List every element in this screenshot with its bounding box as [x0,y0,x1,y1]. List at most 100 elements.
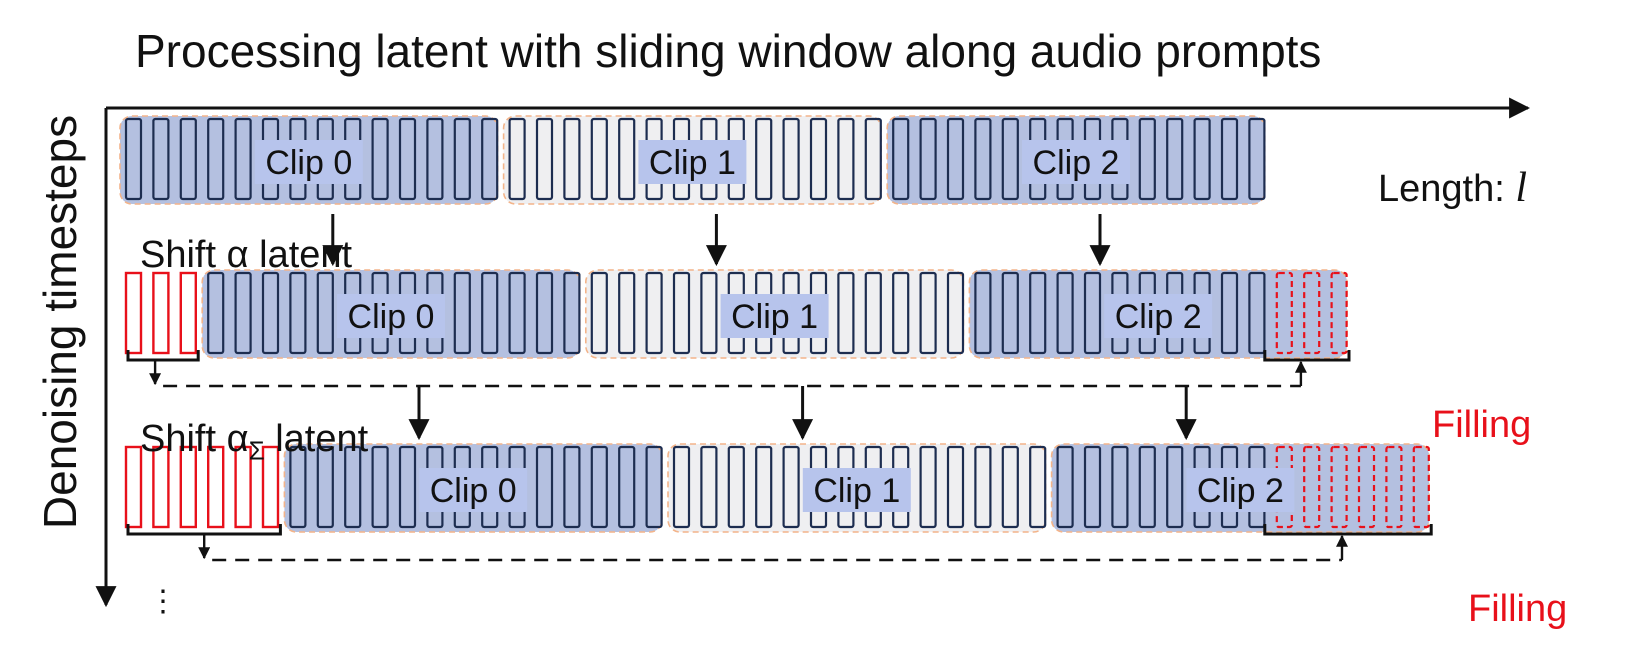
latent-frame [1083,445,1102,529]
latent-frame [974,445,992,529]
row2-label-main: Shift α [140,418,249,460]
latent-frame [563,445,581,529]
clip-label: Clip 2 [1033,144,1120,182]
latent-frame [179,117,197,201]
latent-frame [234,117,252,201]
left-bracket [126,524,282,536]
latent-frame [1166,117,1184,201]
clip-label-bg [802,468,911,512]
latent-frame [892,117,910,201]
latent-frame [946,445,965,529]
latent-frame [1248,271,1266,355]
shifted-frame [179,445,198,529]
clip-label-bg [337,294,445,338]
filling-frame [1275,271,1293,355]
latent-frame [755,117,773,201]
diagram-title: Processing latent with sliding window al… [135,25,1322,77]
latent-frame [207,271,225,355]
clip-label: Clip 1 [731,298,818,336]
clip-label-bg [1022,140,1130,184]
clip-label-bg [419,468,528,512]
latent-frame [1083,271,1102,355]
filling-frame [1330,271,1348,355]
latent-frame [1001,117,1019,201]
filling-frame [1357,445,1376,529]
latent-frame [563,271,581,355]
latent-frame [645,445,663,529]
clip-label-bg [638,140,747,184]
continuation-dots: ⋮ [148,585,178,618]
latent-frame [1056,271,1074,355]
latent-frame [1111,445,1129,529]
clip-label: Clip 1 [813,472,900,510]
length-prefix: Length: [1378,168,1516,210]
shifted-frame [124,271,143,355]
row2-label-suffix: latent [264,418,369,460]
latent-frame [261,271,280,355]
latent-frame [1029,271,1047,355]
latent-frame [152,117,170,201]
shifted-frame [179,271,198,355]
left-bracket [126,350,200,362]
row2-label: Shift αΣ latent [140,418,368,467]
latent-frame [1001,445,1019,529]
latent-row-0: Clip 0 Clip 1 Clip 2 [119,115,1266,205]
clip-label-bg [720,294,829,338]
latent-frame [590,271,608,355]
latent-frame [481,117,499,201]
latent-frame [837,117,855,201]
length-label: Length: l [1378,164,1527,212]
filling-label-row1: Filling [1432,404,1532,446]
row1-label: Shift α latent [140,234,353,276]
clip-label: Clip 1 [649,144,736,182]
latent-frame [864,117,882,201]
right-bracket [1263,524,1433,536]
latent-frame [481,271,499,355]
latent-frame [590,445,608,529]
latent-frame [453,271,471,355]
right-bracket [1263,350,1351,362]
latent-frame [1248,117,1266,201]
latent-frame [535,117,554,201]
latent-frame [563,117,581,201]
filling-frame [1303,271,1321,355]
latent-frame [1220,117,1239,201]
filling-frame [1412,445,1430,529]
latent-frame [974,271,992,355]
latent-frame [618,117,636,201]
latent-frame [809,117,828,201]
clip-label-bg [1186,468,1295,512]
latent-frame [892,271,910,355]
latent-frame [919,271,937,355]
latent-frame [371,445,389,529]
shifted-frame [124,445,143,529]
latent-frame [1220,271,1239,355]
clip-label: Clip 2 [1115,298,1202,336]
clip-label: Clip 0 [265,144,352,182]
latent-frame [837,271,855,355]
latent-row-1: Clip 0 Clip 1 Clip 2 [124,269,1351,388]
clip-label: Clip 0 [348,298,435,336]
latent-frame [755,445,773,529]
filling-frame [1303,445,1321,529]
clip-label-bg [1104,294,1213,338]
latent-frame [864,271,882,355]
latent-frame [1056,445,1074,529]
latent-frame [700,445,718,529]
clip-label-bg [254,140,363,184]
latent-frame [1138,445,1156,529]
latent-frame [234,271,252,355]
latent-frame [946,271,965,355]
latent-frame [782,117,800,201]
latent-frame [289,271,307,355]
latent-frame [672,271,691,355]
latent-frame [316,271,334,355]
row2-label-subscript: Σ [248,435,265,466]
latent-frame [919,117,937,201]
latent-frame [727,445,745,529]
latent-frame [371,117,389,201]
latent-frame [344,445,362,529]
latent-frame [426,117,444,201]
latent-frame [618,271,636,355]
